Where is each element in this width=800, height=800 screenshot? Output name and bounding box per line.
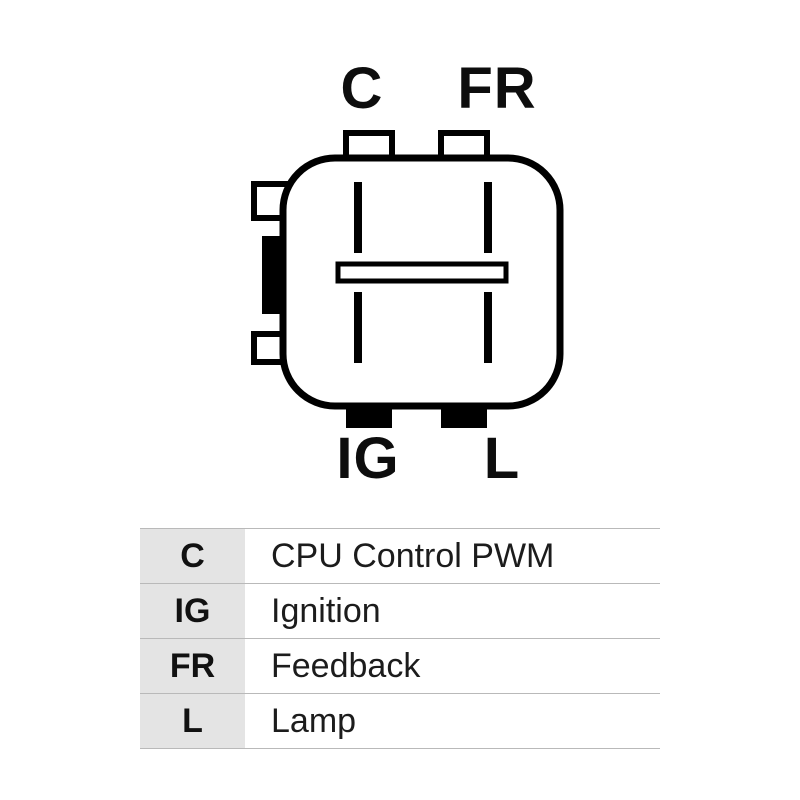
description-cell: Lamp [245,694,660,748]
table-row: L Lamp [140,693,660,749]
pin-cell: IG [140,584,245,638]
pin-label-fr: FR [457,56,537,121]
center-key-bar-icon [335,261,509,284]
pin-label-c: C [340,56,384,121]
pin-cell: FR [140,639,245,693]
connector-diagram: C FR IG L [251,56,564,491]
table-row: C CPU Control PWM [140,528,660,583]
description-cell: Ignition [245,584,660,638]
table-row: IG Ignition [140,583,660,638]
description-cell: Feedback [245,639,660,693]
pin-cell: C [140,529,245,583]
pin-label-ig: IG [336,426,400,491]
table-row: FR Feedback [140,638,660,693]
pin-cell: L [140,694,245,748]
pin-label-l: L [483,426,521,491]
connector-drawing-icon [251,130,564,428]
pin-legend-table: C CPU Control PWM IG Ignition FR Feedbac… [140,528,660,749]
description-cell: CPU Control PWM [245,529,660,583]
